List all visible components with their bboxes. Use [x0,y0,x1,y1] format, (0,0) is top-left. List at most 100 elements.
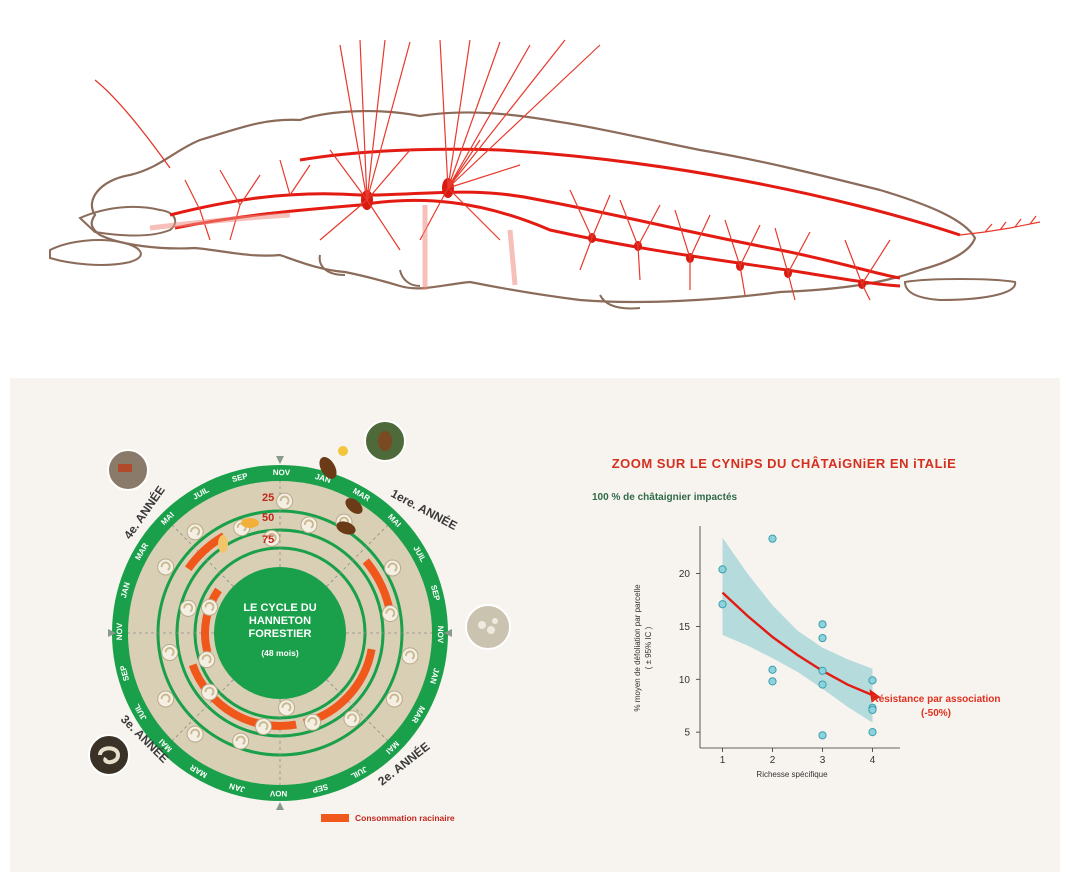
month-label: NOV [269,789,287,798]
data-point [718,565,727,574]
month-label: SEP [311,782,329,795]
leg-outline [318,254,1017,310]
root-consumption-arc [188,663,297,730]
larva-curl [204,601,215,612]
month-label: JAN [119,581,132,599]
data-point [868,705,877,715]
data-point [718,600,727,609]
center-title-line3: FORESTIER [249,628,312,640]
depth-label-50: 50 [262,512,274,524]
larva-curl [266,532,277,543]
larva-curl [389,693,400,703]
larva-curl [164,647,175,657]
depth-label-25: 25 [262,492,274,504]
larva-icon [278,699,296,717]
data-point [818,620,827,629]
defoliation-chart: ZOOM SUR LE CYNiPS DU CHÂTAiGNiER EN iTA… [592,456,1001,779]
depth-label-75: 75 [262,534,274,546]
larva-curl [204,686,215,696]
data-point [818,633,827,643]
data-point [818,666,827,675]
larva-curl [160,561,171,571]
larva-icon [276,492,294,510]
larva-icon [401,647,419,665]
photo-thumbnail-nest [107,449,149,491]
month-label: JAN [228,781,246,794]
larva-curl [281,702,292,712]
data-point [868,728,877,737]
y-tick-label: 5 [684,728,690,739]
nerve-branches [184,39,1041,301]
wheel-rings [112,465,448,801]
x-tick-label: 2 [770,755,776,766]
data-point [768,534,777,543]
y-tick-label: 10 [679,675,691,686]
x-tick-label: 1 [720,755,726,766]
chart-title: ZOOM SUR LE CYNiPS DU CHÂTAiGNiER EN iTA… [612,456,957,471]
larva-curl [190,728,201,738]
larva-icon [161,643,179,661]
month-spoke [326,525,388,587]
larva-icon [186,725,204,743]
x-axis-label: Richesse spécifique [756,770,828,779]
trend-arrow-head [869,689,881,703]
larva-icon [300,516,318,534]
legend-label: Consommation racinaire [355,813,455,823]
larva-curl [385,608,396,618]
annotation-line2: (-50%) [921,708,951,719]
life-cycle-wheel: JANMARMAIJUILSEPNOVJANMARMAIJUILSEPNOVJA… [88,420,511,823]
larva-curl [201,654,212,664]
y-tick-label: 15 [679,622,691,633]
larva-icon [343,710,361,728]
insect-head-outline [49,205,177,266]
y-axis-label-ci: ( ± 95% IC ) [644,626,653,669]
larva-icon [157,558,175,576]
larva-icon [381,605,399,623]
month-label: NOV [273,468,291,477]
larva-curl [303,519,314,529]
y-axis-label: % moyen de défoliation par parcelle [633,584,642,712]
larva-icon [179,599,197,617]
larva-curl [258,721,269,731]
month-label: SEP [231,471,249,484]
larva-icon [385,690,403,708]
legend-swatch [321,814,349,822]
larva-curl [190,526,201,536]
month-label: JAN [428,667,441,685]
larva-icon [198,651,216,669]
annotation-line1: Résistance par association [872,694,1001,705]
photo-thumbnail-larva [88,734,130,776]
trend-line [721,591,873,697]
data-point [768,665,777,674]
data-point [818,731,827,740]
larva-icon [263,529,281,547]
larva-curl [279,495,290,505]
data-point [868,676,877,685]
center-subtitle: (48 mois) [261,648,298,658]
chart-axes [699,526,900,749]
larva-icon [201,598,219,616]
larva-icon [232,732,250,750]
larva-curl [160,693,171,703]
larva-icon [157,690,175,708]
larva-icon [186,523,204,541]
month-label: SEP [118,664,131,682]
photo-thumbnail-egg [465,604,511,650]
y-tick-label: 20 [679,569,691,580]
nerve-cords [169,147,961,288]
data-point [768,677,777,686]
ganglia [361,178,866,289]
chart-subtitle: 100 % de châtaignier impactés [592,492,738,503]
x-tick-label: 4 [870,755,876,766]
month-label: NOV [436,626,445,644]
larva-icon [384,559,402,577]
month-spoke [326,679,388,741]
photo-thumbnail-beetle [364,420,406,462]
center-title-line2: HANNETON [249,615,311,627]
larva-icon [303,713,321,731]
month-label: NOV [115,622,124,640]
data-points [718,534,877,740]
antenna [94,79,171,169]
